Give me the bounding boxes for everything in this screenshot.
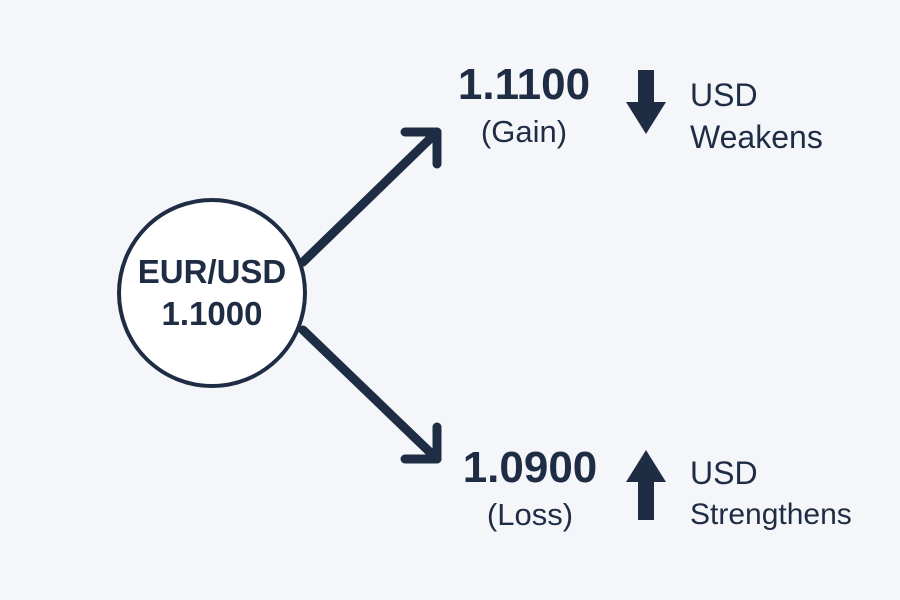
usd-weakens-line-2: Weakens (690, 119, 823, 155)
usd-strengthens-line-2: Strengthens (690, 498, 852, 531)
usd-strengthens-note: USD Strengthens (690, 452, 852, 536)
usd-strengthens-line-1: USD (690, 455, 758, 491)
arrow-to-loss (298, 325, 442, 464)
usd-weakens-line-1: USD (690, 77, 758, 113)
gain-rate: 1.1100 (457, 60, 591, 109)
usd-weakens-note: USD Weakens (690, 74, 823, 158)
arrow-down-icon (626, 70, 666, 134)
origin-rate: 1.1000 (161, 295, 263, 332)
arrow-up-icon (626, 450, 666, 520)
outcome-loss: 1.0900 (Loss) (448, 443, 612, 537)
arrow-to-gain (298, 127, 442, 267)
outcome-gain: 1.1100 (Gain) (449, 60, 599, 154)
loss-label: (Loss) (486, 497, 574, 532)
origin-rate-circle: EUR/USD 1.1000 (117, 198, 307, 388)
loss-rate: 1.0900 (462, 443, 598, 492)
currency-pair: EUR/USD (137, 253, 287, 290)
gain-label: (Gain) (480, 114, 568, 149)
